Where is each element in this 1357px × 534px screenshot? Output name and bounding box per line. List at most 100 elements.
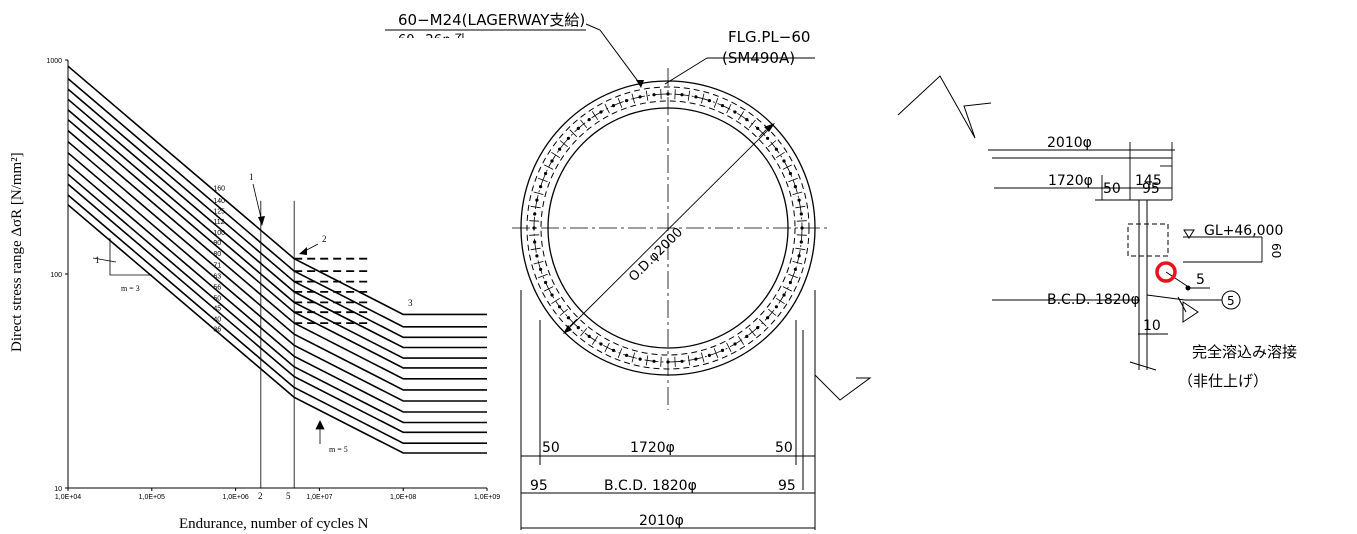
- detail-bcd: B.C.D. 1820φ: [1047, 292, 1140, 308]
- dim-bcd: B.C.D. 1820φ: [604, 478, 697, 494]
- annotation-1-leader: [252, 183, 263, 223]
- bolt-tick: [569, 129, 578, 138]
- bolt-tick: [775, 151, 785, 159]
- shell-section-lines: [520, 290, 872, 530]
- annotation-1-arrowhead: [258, 216, 265, 226]
- bolt-hole: [587, 118, 591, 122]
- bolt-tick: [788, 177, 798, 183]
- bolt-tick: [530, 205, 541, 209]
- curve-label-56: 56: [213, 285, 221, 292]
- bolt-hole: [799, 240, 803, 244]
- top-callout-text-2: 60−26φ 孔: [398, 33, 468, 48]
- bolt-tick: [529, 220, 540, 222]
- bolt-hole: [793, 185, 798, 189]
- bolt-tick: [687, 355, 691, 366]
- bolt-tick: [674, 89, 676, 100]
- detail-dim-10: 10: [1143, 318, 1161, 334]
- bolt-tick: [737, 111, 745, 121]
- weld-highlight-circle: [1155, 261, 1177, 283]
- bolt-hole: [611, 104, 616, 108]
- bolt-hole: [720, 348, 725, 352]
- bolt-hole: [756, 126, 760, 130]
- flange-plan-drawing: 60−M24(LAGERWAY支給) 60−26φ 孔 FLG.PL−60 (S…: [385, 11, 872, 530]
- curve-label-80: 80: [213, 251, 221, 258]
- curve-label-125: 125: [213, 209, 225, 216]
- curve-label-90: 90: [213, 240, 221, 247]
- curve-label-50: 50: [213, 295, 221, 302]
- annotation-2-bottom: 2: [258, 491, 263, 501]
- bolt-tick: [604, 342, 610, 352]
- bolt-tick: [551, 297, 561, 305]
- detail-dimension-lines: [988, 142, 1263, 301]
- dim-2010: 2010φ: [639, 513, 684, 529]
- sn-curve-71: [67, 141, 487, 391]
- bolt-tick: [792, 261, 803, 265]
- od-label: O.D.φ2000: [626, 225, 686, 285]
- bolt-hole: [745, 334, 749, 338]
- bolt-hole: [788, 280, 793, 285]
- bolt-tick: [580, 328, 588, 337]
- bolt-hole: [558, 305, 562, 309]
- x-tick-label: 1,0E+07: [306, 494, 332, 501]
- curve-label-40: 40: [213, 317, 221, 324]
- bolt-tick: [782, 164, 792, 170]
- bolt-tick: [544, 164, 554, 170]
- bolt-holes: [529, 89, 807, 367]
- bolt-hole: [533, 212, 537, 216]
- bolt-hole: [539, 185, 543, 189]
- bolt-tick: [758, 318, 767, 327]
- bolt-tick: [591, 335, 599, 345]
- bolt-tick: [617, 348, 623, 358]
- level-triangle: [1183, 229, 1195, 239]
- dim-1720: 1720φ: [630, 440, 675, 456]
- bolt-hole: [599, 342, 603, 346]
- bolt-tick: [701, 93, 705, 104]
- bolt-hole: [576, 326, 580, 330]
- od-dimension-line: [565, 125, 773, 332]
- shell-wall: [1129, 200, 1157, 371]
- sn-curve-140: [67, 77, 487, 328]
- bolt-hole: [566, 316, 571, 320]
- bolt-tick: [529, 234, 540, 236]
- detail-dim-95: 95: [1142, 181, 1160, 197]
- chart-x-label: Endurance, number of cycles N: [179, 516, 369, 532]
- detail-dim-1720: 1720φ: [1048, 173, 1093, 189]
- bolt-tick: [726, 342, 732, 352]
- bolt-hole: [544, 171, 548, 176]
- bolt-tick: [569, 318, 578, 327]
- bolt-hole: [782, 159, 786, 163]
- weld-note-line-1: 完全溶込み溶接: [1192, 343, 1297, 361]
- bolt-tick: [660, 356, 662, 367]
- flange-material-text: (SM490A): [722, 49, 795, 67]
- bolt-tick: [559, 140, 568, 148]
- bolt-tick: [551, 151, 561, 159]
- bolt-hole: [533, 240, 537, 244]
- bolt-tick: [674, 356, 676, 367]
- sn-curve-36: [67, 204, 487, 454]
- bolt-tick: [631, 93, 635, 104]
- bolt-hole: [797, 254, 801, 258]
- bolt-tick: [538, 273, 548, 279]
- bolt-hole: [720, 104, 725, 108]
- bolt-hole: [745, 118, 749, 122]
- bolt-tick: [533, 261, 544, 265]
- dim-95-left: 95: [530, 478, 548, 494]
- sn-curve-112: [67, 98, 487, 349]
- sn-curves: [67, 65, 487, 454]
- bolt-hole: [566, 136, 571, 140]
- bolt-tick: [796, 220, 807, 222]
- sn-curve-56: [67, 163, 487, 413]
- bolt-hole: [766, 136, 770, 140]
- bolt-hole: [550, 159, 554, 163]
- bolt-tick: [796, 234, 807, 236]
- bolt-hole: [799, 212, 803, 216]
- annotation-1-top: 1: [249, 172, 254, 182]
- bolt-tick: [631, 352, 635, 363]
- detail-level: GL+46,000: [1204, 223, 1283, 239]
- bolt-tick: [792, 191, 803, 195]
- bolt-tick: [768, 140, 777, 148]
- bolt-tick: [713, 98, 719, 108]
